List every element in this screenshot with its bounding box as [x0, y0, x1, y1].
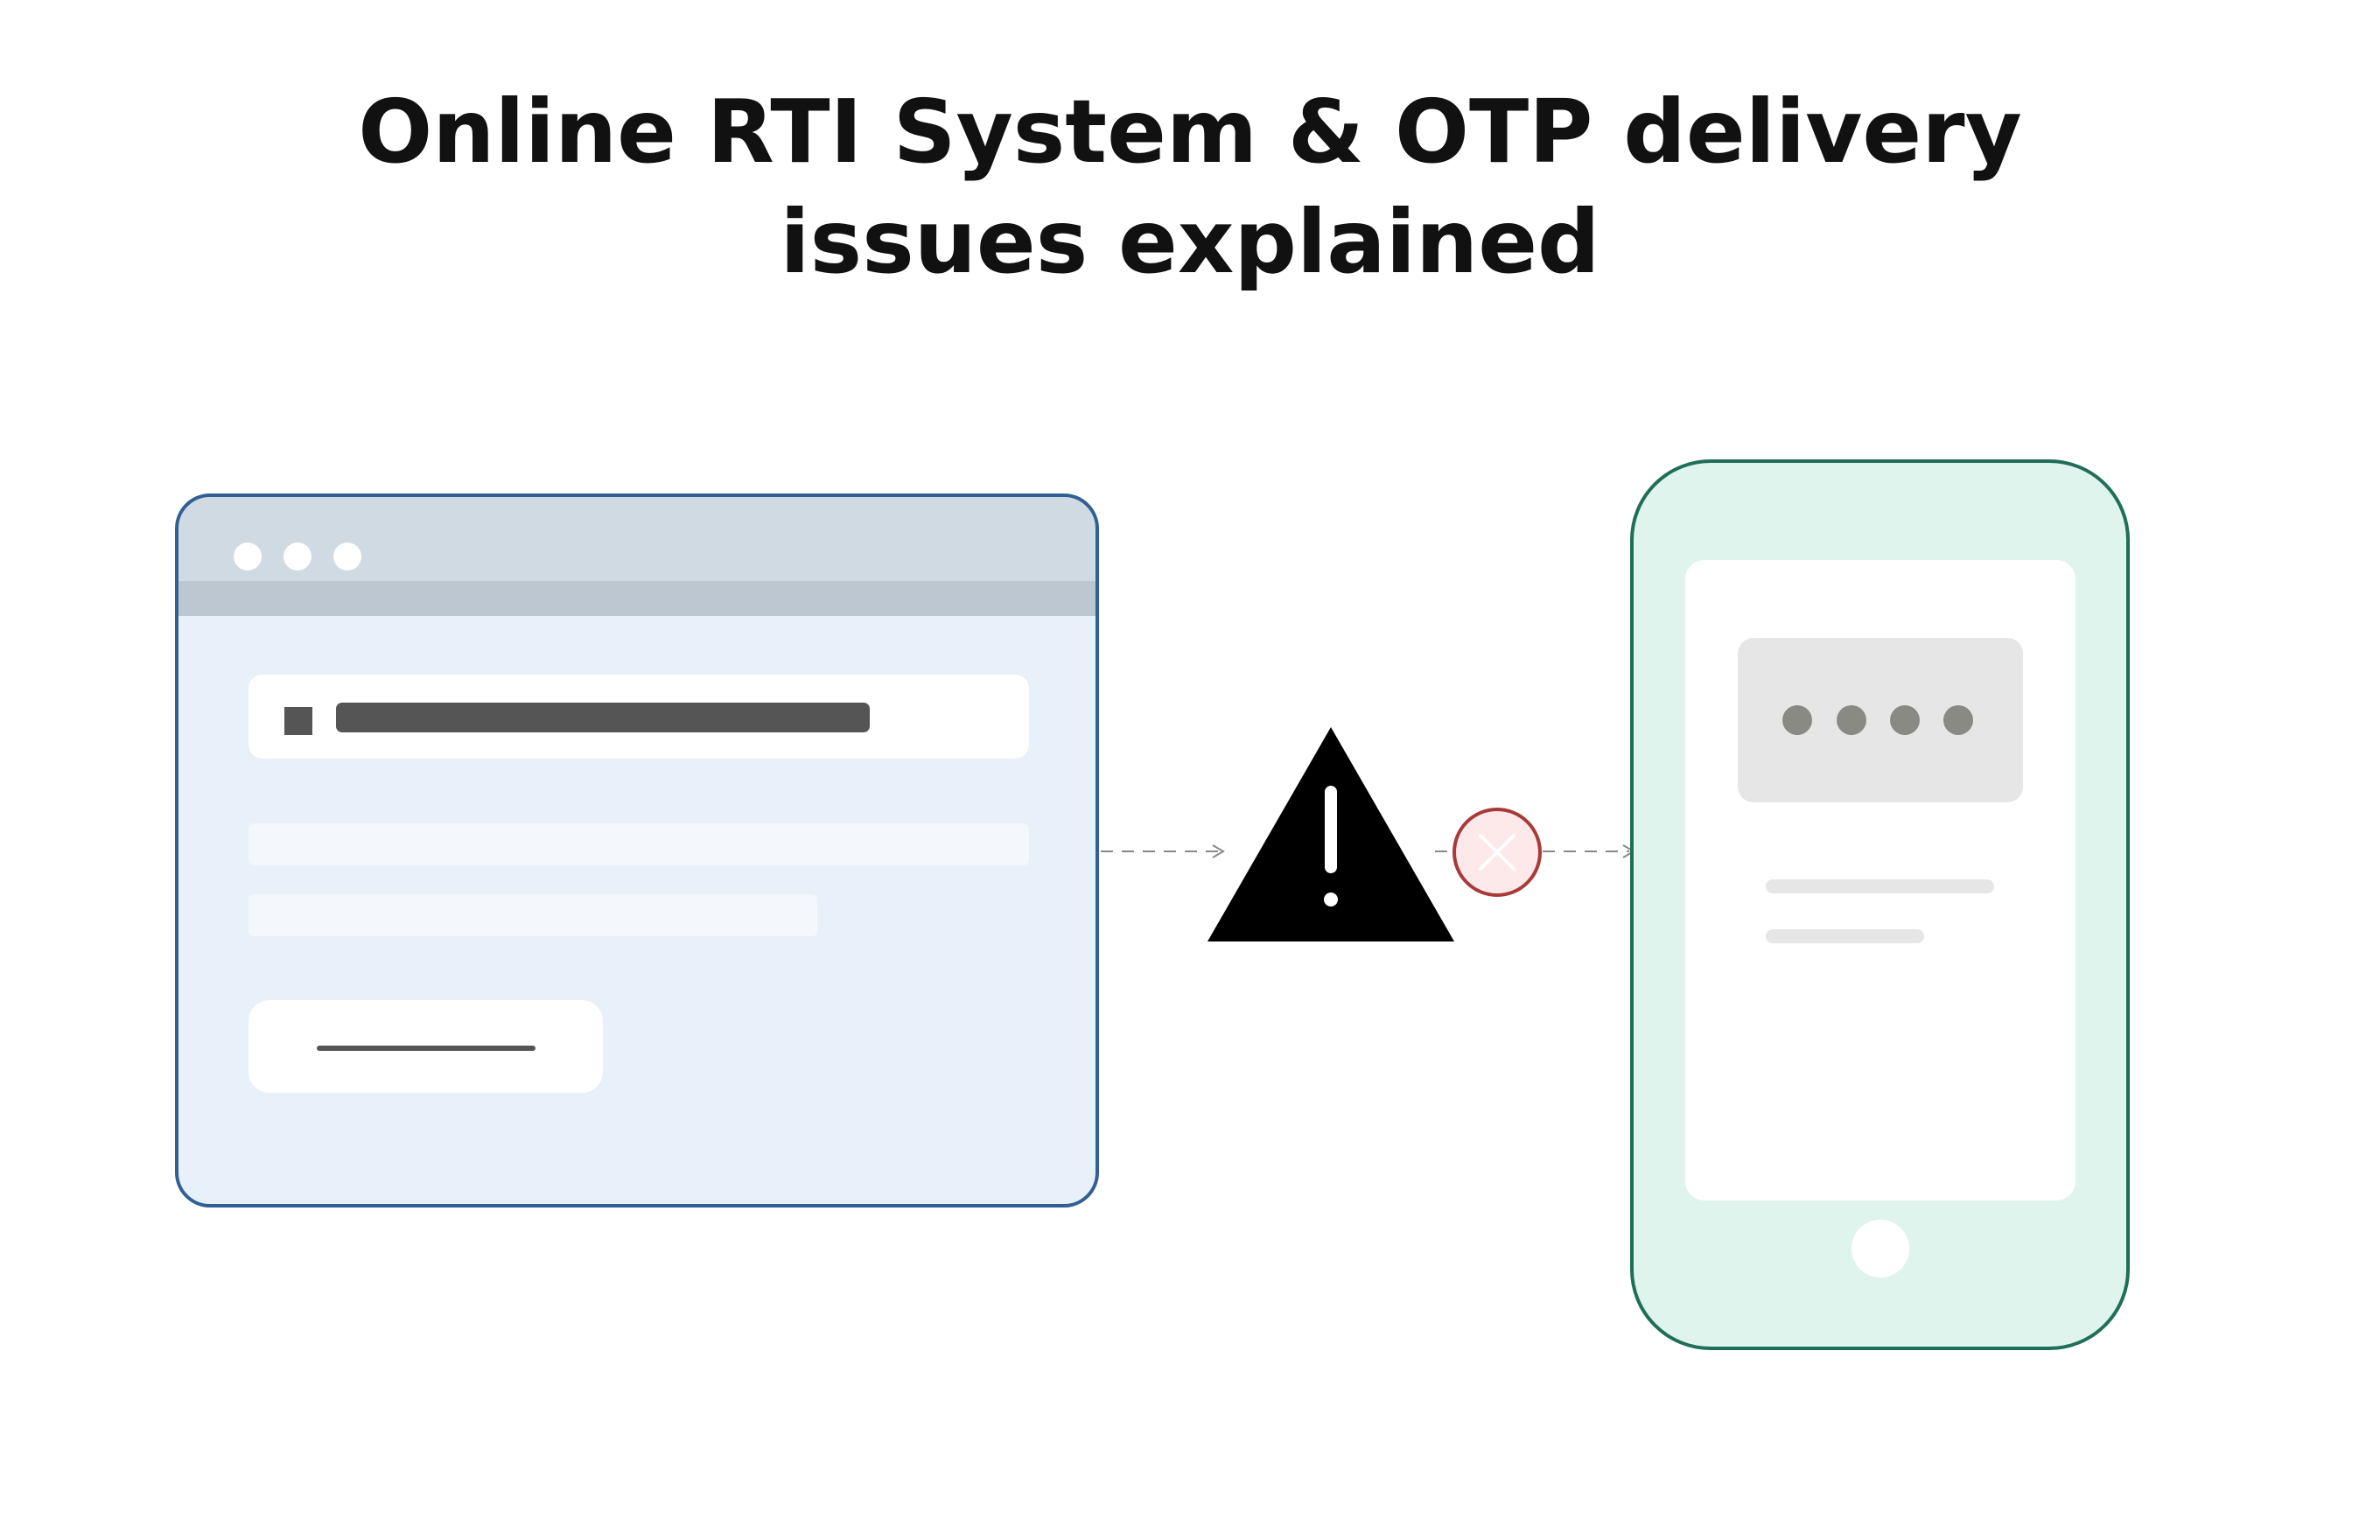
connector-browser-to-warning [1101, 844, 1225, 858]
window-dot-icon [333, 542, 361, 570]
page-title-line-2: issues explained [780, 191, 1600, 293]
placeholder-line [248, 894, 817, 936]
warning-triangle-icon [1208, 727, 1454, 942]
mobile-phone [1630, 459, 2130, 1350]
page-title-line-1: Online RTI System & OTP delivery [358, 80, 2022, 183]
submit-button-label-bar [317, 1046, 536, 1051]
browser-titlebar-shadow [177, 581, 1097, 616]
phone-placeholder-line [1766, 879, 1994, 893]
window-dot-icon [284, 542, 312, 570]
otp-dot [1943, 705, 1973, 735]
otp-dot [1837, 705, 1866, 735]
phone-placeholder-line [1766, 929, 1924, 943]
otp-dot [1890, 705, 1920, 735]
square-icon [284, 707, 312, 735]
otp-dot [1782, 705, 1812, 735]
otp-box [1738, 638, 2023, 802]
form-field-bar [336, 703, 870, 732]
page-title: Online RTI System & OTP delivery issues … [0, 77, 2380, 298]
home-button [1852, 1220, 1909, 1278]
browser-window [175, 494, 1099, 1208]
connector-error-to-phone [1543, 844, 1635, 858]
x-circle-icon [1452, 808, 1542, 897]
window-dot-icon [234, 542, 262, 570]
placeholder-line [248, 823, 1029, 865]
